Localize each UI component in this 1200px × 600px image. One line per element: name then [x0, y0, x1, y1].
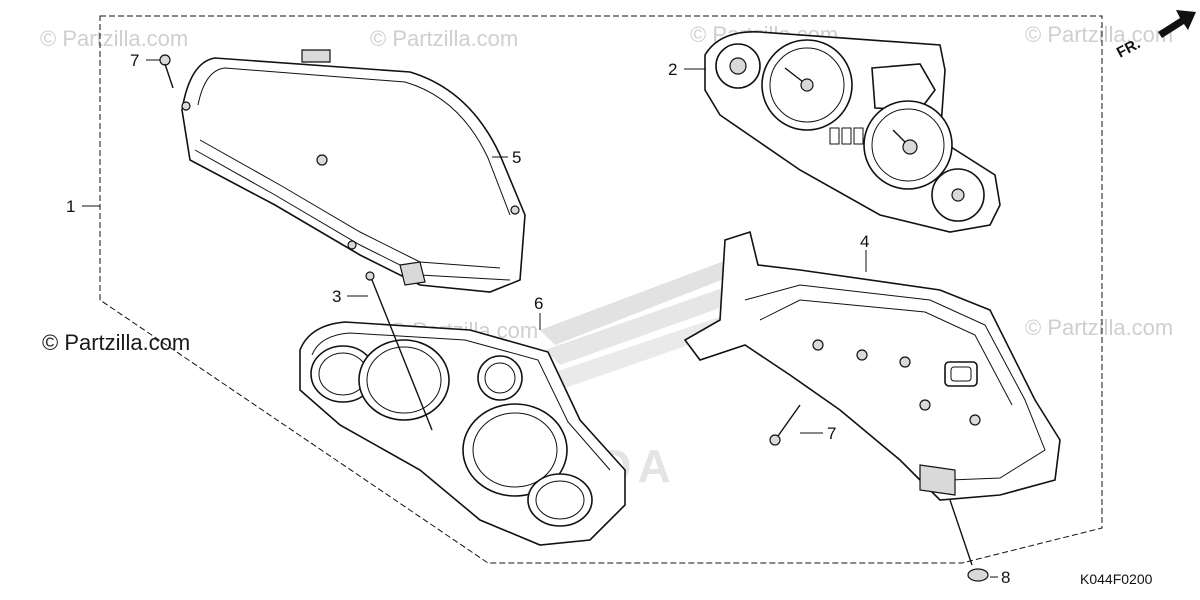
- meter-panel-part-6: [299, 321, 626, 546]
- assembly-boundary: [99, 15, 1103, 564]
- watermark-top-left: © Partzilla.com: [40, 26, 188, 51]
- watermark-right: © Partzilla.com: [1025, 315, 1173, 340]
- screw-part-8: [949, 499, 989, 582]
- callout-2: 2: [668, 60, 677, 79]
- callout-7-top: 7: [130, 51, 139, 70]
- watermark-main: © Partzilla.com: [42, 330, 190, 355]
- callout-5: 5: [512, 148, 521, 167]
- meter-case-part-4: [683, 230, 1061, 501]
- pin-part-3: [365, 271, 433, 431]
- front-arrow-icon: [1158, 10, 1196, 38]
- leader-lines: [82, 59, 998, 578]
- callout-8: 8: [1001, 568, 1010, 587]
- callout-6: 6: [534, 294, 543, 313]
- callout-7-right: 7: [827, 424, 836, 443]
- screw-part-7-right: [769, 404, 801, 446]
- callout-3: 3: [332, 287, 341, 306]
- diagram-code: K044F0200: [1080, 571, 1153, 587]
- screw-part-7-top: [159, 54, 174, 89]
- meter-cover-part-5: [181, 49, 526, 293]
- watermark-top-far-right: © Partzilla.com: [1025, 22, 1173, 47]
- callout-4: 4: [860, 232, 869, 251]
- gauge-face-part-2: [704, 31, 1001, 233]
- watermark-top-center: © Partzilla.com: [370, 26, 518, 51]
- callout-1: 1: [66, 197, 75, 216]
